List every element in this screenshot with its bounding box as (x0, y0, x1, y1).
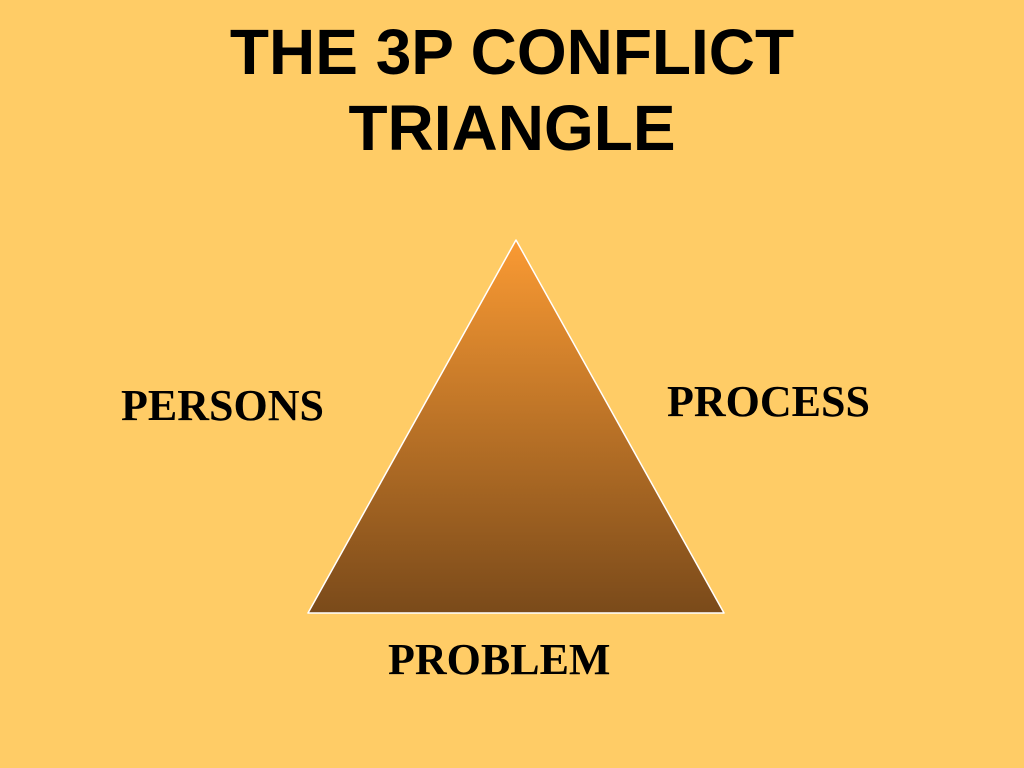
label-process: PROCESS (667, 377, 870, 426)
slide-title-line-1: THE 3P CONFLICT (229, 16, 795, 88)
slide-title: THE 3P CONFLICT TRIANGLE (0, 14, 1024, 166)
slide-title-line-2: TRIANGLE (348, 92, 676, 164)
label-persons: PERSONS (121, 381, 324, 430)
label-problem: PROBLEM (388, 635, 611, 684)
conflict-triangle (307, 239, 725, 614)
